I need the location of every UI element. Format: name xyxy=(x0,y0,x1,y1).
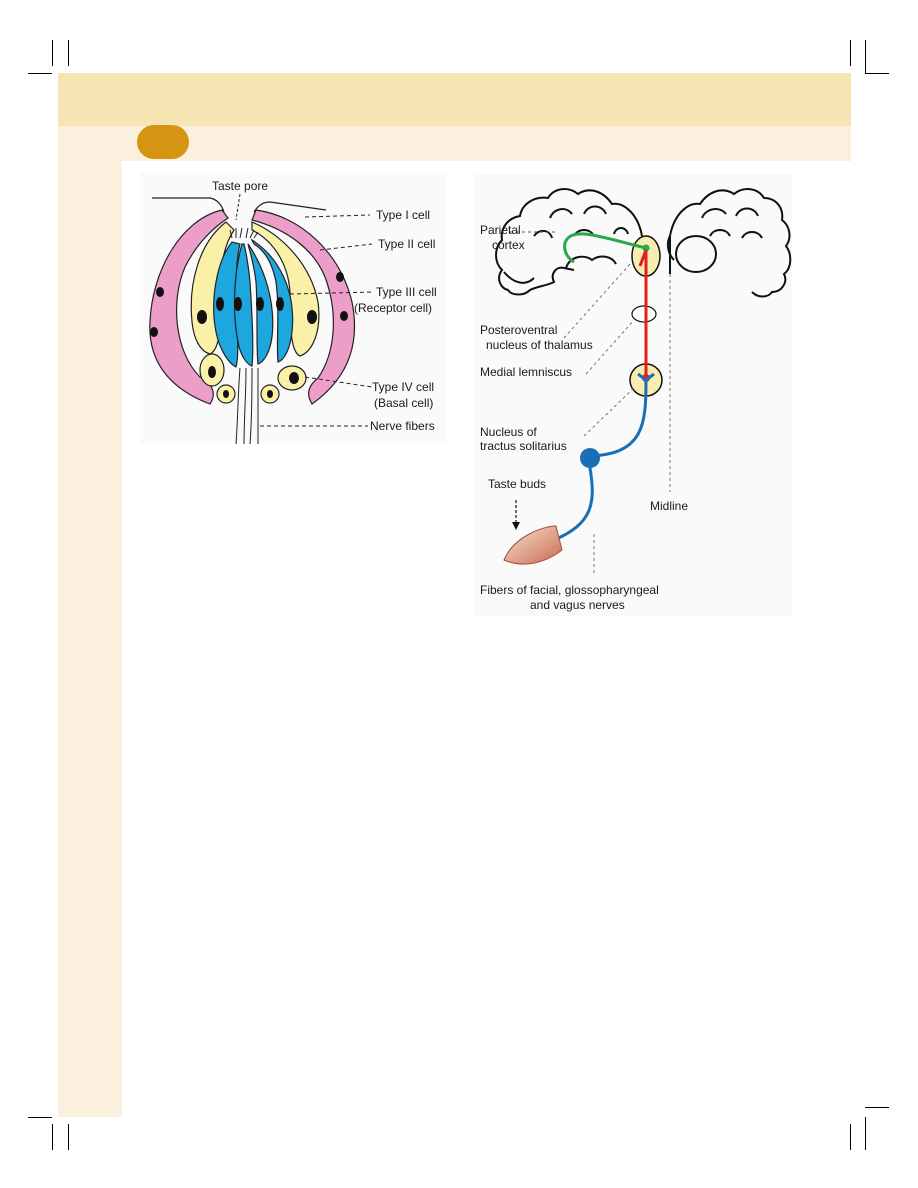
type-ii-label: Type II cell xyxy=(378,237,435,251)
fibers-sublabel: and vagus nerves xyxy=(530,598,625,612)
parietal-sublabel: cortex xyxy=(492,238,525,252)
nerve-fibers xyxy=(236,368,258,444)
cortical-pathway xyxy=(568,234,646,248)
nts-label: Nucleus of xyxy=(480,425,537,439)
crop-mark xyxy=(52,40,53,66)
thalamus-label: Posteroventral xyxy=(480,323,557,337)
header-band xyxy=(58,73,851,126)
type-i-label: Type I cell xyxy=(376,208,430,222)
crop-mark xyxy=(68,40,69,66)
crop-mark xyxy=(865,73,889,74)
crop-mark xyxy=(865,40,866,73)
medial-lemniscus-label: Medial lemniscus xyxy=(480,365,572,379)
nts-sublabel: tractus solitarius xyxy=(480,439,567,453)
taste-pore-label: Taste pore xyxy=(212,179,268,193)
taste-pathway-figure: Parietal cortex Posteroventral nucleus o… xyxy=(474,174,792,616)
type-iv-label: Type IV cell xyxy=(372,380,434,394)
epithelium-surface xyxy=(152,198,224,212)
type-iii-sublabel: (Receptor cell) xyxy=(354,301,432,315)
taste-bud-icon xyxy=(504,526,562,564)
thalamus-sublabel: nucleus of thalamus xyxy=(486,338,593,352)
left-margin-band xyxy=(58,161,122,1117)
brain-outline xyxy=(670,189,790,296)
ganglion xyxy=(580,448,600,468)
midline-label: Midline xyxy=(650,499,688,513)
crop-mark xyxy=(28,1117,52,1118)
chapter-pill xyxy=(137,125,189,159)
crop-mark xyxy=(68,1124,69,1150)
crop-mark xyxy=(28,73,52,74)
parietal-label: Parietal xyxy=(480,223,521,237)
type-iii-label: Type III cell xyxy=(376,285,437,299)
taste-buds-label: Taste buds xyxy=(488,477,546,491)
taste-bud-figure: Taste pore Type I cell Type II cell Type… xyxy=(140,172,446,444)
type-iv-sublabel: (Basal cell) xyxy=(374,396,433,410)
nerve-fibers-label: Nerve fibers xyxy=(370,419,435,433)
crop-mark xyxy=(865,1117,866,1150)
crop-mark xyxy=(52,1124,53,1150)
crop-mark xyxy=(865,1107,889,1108)
medial-lemniscus-marker xyxy=(632,306,656,322)
fibers-label: Fibers of facial, glossopharyngeal xyxy=(480,583,659,597)
crop-mark xyxy=(850,40,851,66)
crop-mark xyxy=(850,1124,851,1150)
epithelium-surface xyxy=(254,202,326,212)
